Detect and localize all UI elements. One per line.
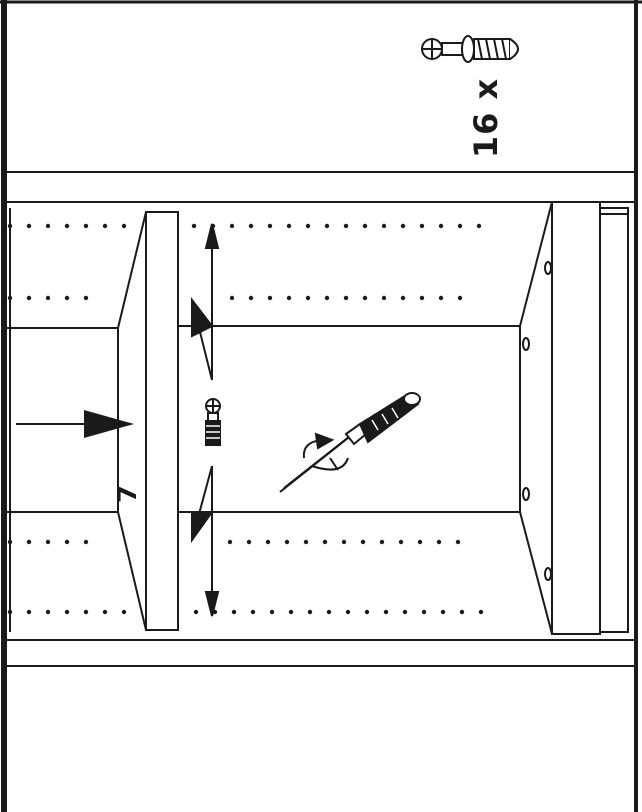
hole (267, 223, 273, 229)
hole (341, 539, 347, 545)
hole (45, 295, 51, 301)
hole (398, 539, 404, 545)
hole (269, 609, 275, 615)
hole (303, 539, 309, 545)
hole (121, 609, 127, 615)
rotate-clockwise-icon (302, 432, 349, 471)
hole (229, 295, 235, 301)
hole (364, 609, 370, 615)
hole (438, 295, 444, 301)
hole (83, 223, 89, 229)
hole (250, 609, 256, 615)
hole (288, 609, 294, 615)
hole (305, 223, 311, 229)
alignment-arrows (191, 223, 220, 617)
hole (362, 295, 368, 301)
hole (362, 223, 368, 229)
hole (248, 223, 254, 229)
hole (326, 609, 332, 615)
hole (246, 539, 252, 545)
hole (121, 223, 127, 229)
hole (102, 609, 108, 615)
hole (45, 609, 51, 615)
hole (83, 295, 89, 301)
hole (343, 295, 349, 301)
shelf-pin-holes (7, 223, 484, 615)
hole (419, 295, 425, 301)
hole (478, 609, 484, 615)
hole (191, 223, 197, 229)
hole (383, 609, 389, 615)
hole (64, 223, 70, 229)
hole (307, 609, 313, 615)
hole (345, 609, 351, 615)
step-number: 7 (113, 484, 143, 504)
cam-lock-screw (205, 398, 221, 446)
hole (26, 295, 32, 301)
hole (322, 539, 328, 545)
hole (455, 539, 461, 545)
hole (440, 609, 446, 615)
hole (459, 609, 465, 615)
cabinet-frame-lines (6, 208, 520, 632)
hole (267, 295, 273, 301)
hole (26, 539, 32, 545)
hole (419, 223, 425, 229)
hole (64, 539, 70, 545)
hole (286, 223, 292, 229)
screwdriver-icon (279, 392, 421, 493)
hole (229, 223, 235, 229)
hole (64, 609, 70, 615)
hole (83, 539, 89, 545)
hole (402, 609, 408, 615)
hole (102, 223, 108, 229)
hole (227, 539, 233, 545)
hole (193, 609, 199, 615)
hole (284, 539, 290, 545)
cam-lock-screw-icon (421, 35, 519, 63)
hole (381, 295, 387, 301)
hole (305, 295, 311, 301)
hole (476, 223, 482, 229)
shelf-board (117, 211, 179, 631)
hole (26, 609, 32, 615)
hole (324, 295, 330, 301)
quantity-label: 16 x (467, 77, 505, 159)
hole (231, 609, 237, 615)
hole (379, 539, 385, 545)
hole (438, 223, 444, 229)
back-panel (519, 201, 629, 635)
hole (381, 223, 387, 229)
hole (45, 223, 51, 229)
hole (324, 223, 330, 229)
hole (343, 223, 349, 229)
hole (360, 539, 366, 545)
hole (421, 609, 427, 615)
hole (26, 223, 32, 229)
hole (400, 295, 406, 301)
hole (45, 539, 51, 545)
hole (457, 295, 463, 301)
hole (286, 295, 292, 301)
hole (64, 295, 70, 301)
hole (83, 609, 89, 615)
hole (436, 539, 442, 545)
hole (400, 223, 406, 229)
hole (248, 295, 254, 301)
hole (265, 539, 271, 545)
hole (457, 223, 463, 229)
hole (417, 539, 423, 545)
insert-direction-arrow (16, 410, 134, 438)
